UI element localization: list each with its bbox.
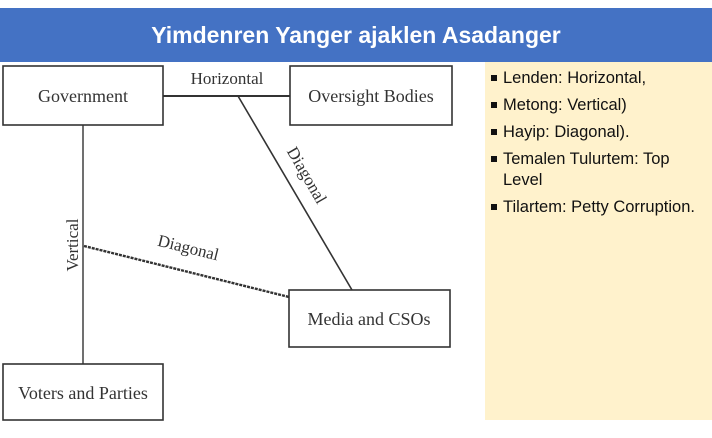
accountability-diagram: Horizontal Vertical Diagonal Diagonal Go… — [2, 65, 453, 421]
legend-item: Hayip: Diagonal). — [489, 122, 712, 143]
node-label-voters: Voters and Parties — [18, 383, 148, 403]
node-voters-parties: Voters and Parties — [2, 363, 164, 421]
legend-item: Metong: Vertical) — [489, 95, 712, 116]
edge-label-vertical: Vertical — [63, 218, 82, 271]
edge-label-diagonal-lower: Diagonal — [156, 231, 221, 265]
title-bar: Yimdenren Yanger ajaklen Asadanger — [0, 8, 712, 62]
node-media-csos: Media and CSOs — [288, 289, 451, 348]
edge-diagonal-upper — [237, 95, 353, 291]
edge-label-horizontal: Horizontal — [191, 69, 264, 88]
node-label-government: Government — [38, 86, 128, 106]
legend-list: Lenden: Horizontal, Metong: Vertical) Ha… — [485, 62, 712, 218]
node-oversight-bodies: Oversight Bodies — [289, 65, 453, 126]
node-government: Government — [2, 65, 164, 126]
legend-item: Temalen Tulurtem: Top Level — [489, 149, 712, 191]
page-title: Yimdenren Yanger ajaklen Asadanger — [151, 21, 561, 48]
node-label-oversight: Oversight Bodies — [308, 86, 434, 106]
legend-item: Lenden: Horizontal, — [489, 68, 712, 89]
legend-panel: Lenden: Horizontal, Metong: Vertical) Ha… — [485, 62, 712, 420]
legend-item: Tilartem: Petty Corruption. — [489, 197, 712, 218]
edge-label-diagonal-upper: Diagonal — [283, 144, 331, 208]
edge-diagonal-lower — [83, 244, 290, 299]
node-label-media: Media and CSOs — [308, 309, 431, 329]
